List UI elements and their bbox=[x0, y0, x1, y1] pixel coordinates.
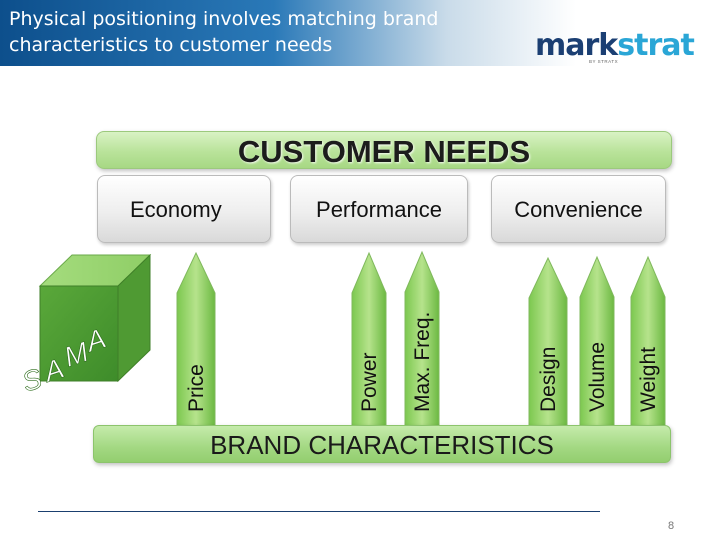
markstrat-logo: markstrat BY STRATX bbox=[535, 28, 695, 65]
segment-economy: Economy bbox=[97, 175, 271, 243]
segment-economy-label: Economy bbox=[130, 197, 222, 222]
customer-needs-bar: CUSTOMER NEEDS bbox=[96, 131, 672, 169]
product-cube bbox=[38, 253, 152, 383]
footer-divider bbox=[38, 511, 600, 512]
brand-characteristics-title: BRAND CHARACTERISTICS bbox=[210, 430, 554, 460]
pillar-label: Max. Freq. bbox=[411, 312, 434, 412]
segment-performance-label: Performance bbox=[316, 197, 442, 222]
slide-title: Physical positioning involves matching b… bbox=[9, 8, 439, 56]
brand-characteristics-bar: BRAND CHARACTERISTICS bbox=[93, 425, 671, 463]
title-bar: Physical positioning involves matching b… bbox=[0, 0, 720, 66]
segment-performance: Performance bbox=[290, 175, 468, 243]
page-number: 8 bbox=[668, 520, 675, 532]
characteristic-pillars: Price Power Max. Freq. Design Volume Weight bbox=[176, 250, 666, 429]
pillar-label: Power bbox=[358, 352, 381, 412]
logo-text-strat: strat bbox=[617, 28, 695, 63]
segment-convenience-label: Convenience bbox=[514, 197, 643, 222]
pillar-label: Volume bbox=[586, 342, 609, 412]
pillar-label: Price bbox=[185, 364, 208, 412]
cube-front bbox=[39, 285, 119, 382]
pillar-label: Design bbox=[537, 347, 560, 412]
logo-text-mark: mark bbox=[535, 28, 618, 63]
logo-subtext: BY STRATX bbox=[589, 59, 619, 64]
customer-needs-title: CUSTOMER NEEDS bbox=[237, 134, 531, 169]
pillar-label: Weight bbox=[637, 347, 660, 412]
segment-convenience: Convenience bbox=[491, 175, 666, 243]
